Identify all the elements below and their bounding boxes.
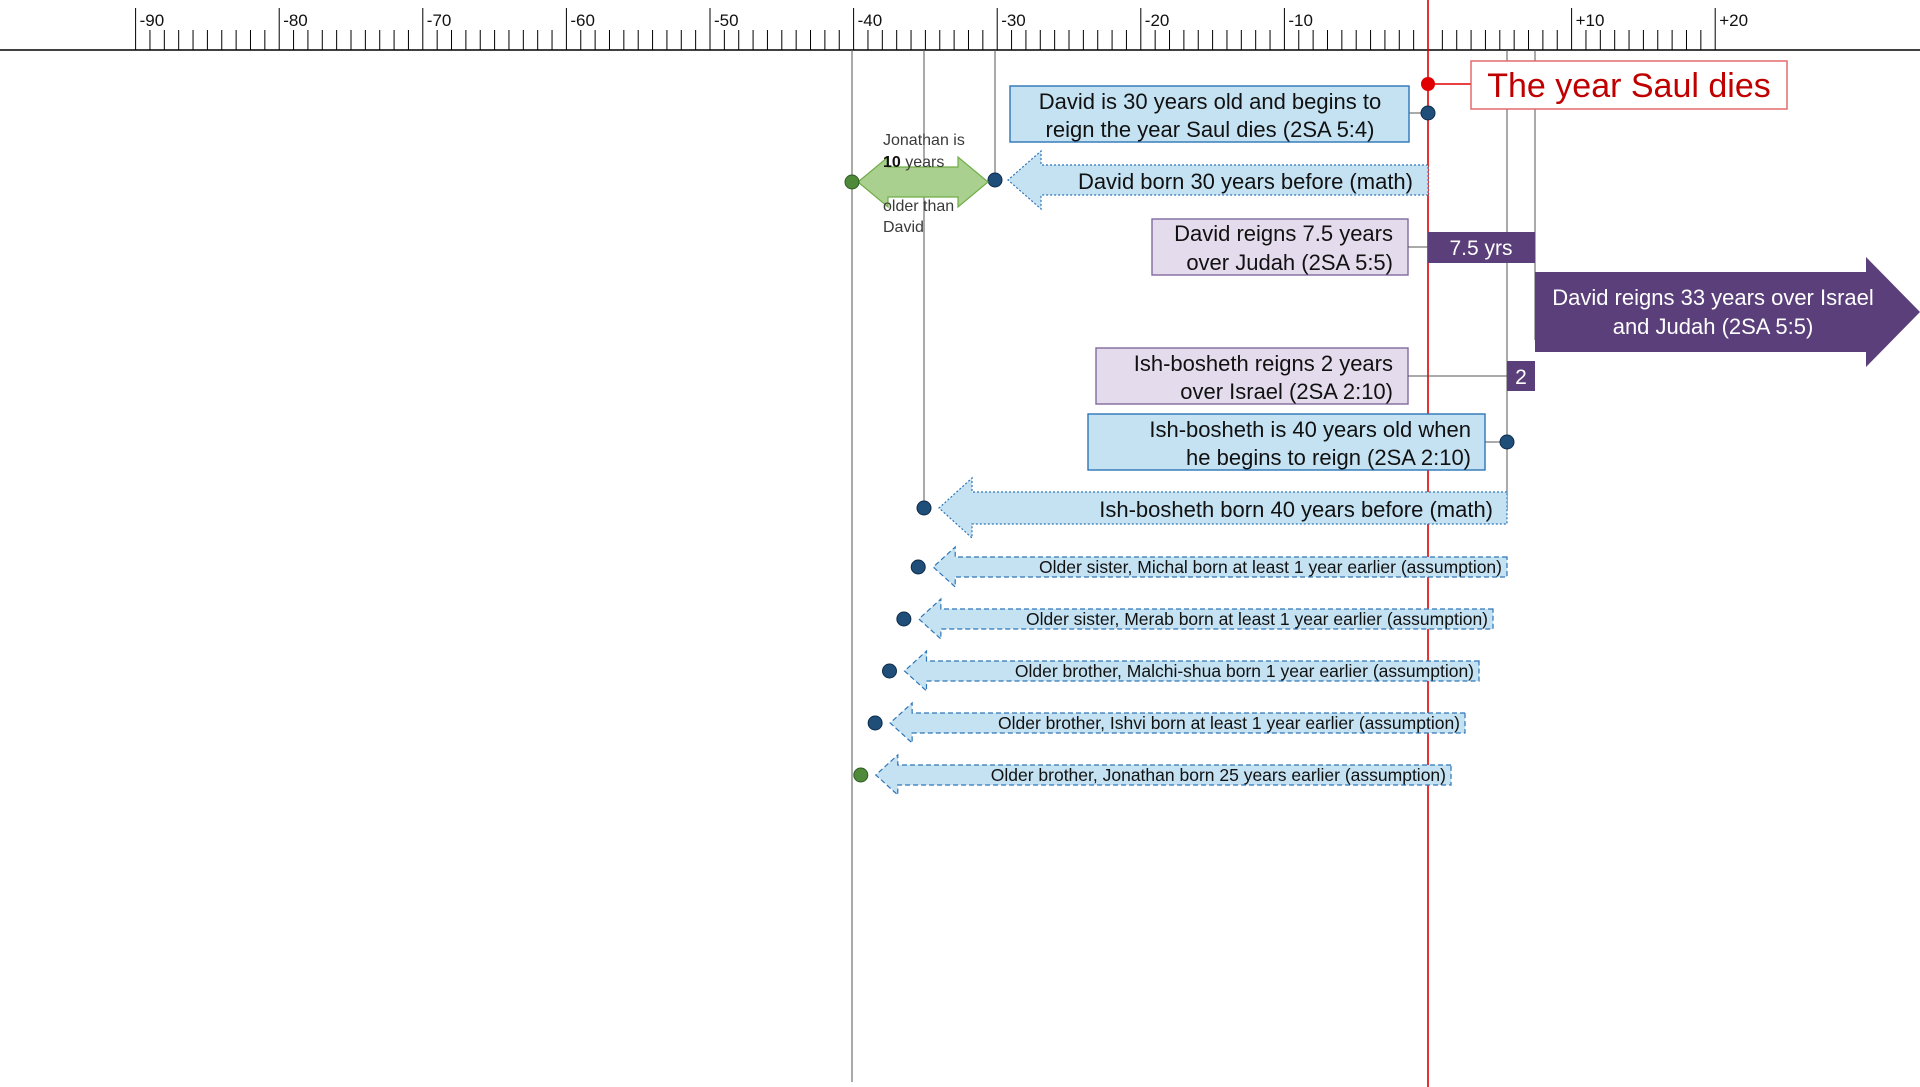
sibling-birth-dot <box>896 611 912 627</box>
timeline-ruler: -90 -80 -70 -60 -50 -40 -30 -20 -10 +10 +20 <box>0 8 1920 51</box>
sibling-arrow-shape <box>932 545 1508 589</box>
david-reign-start-callout: David is 30 years old and begins to reig… <box>1009 85 1436 143</box>
ishbosheth-reign-bar <box>1507 361 1535 391</box>
david-israel-line-2: and Judah (2SA 5:5) <box>1613 314 1814 339</box>
david-reign-start-box <box>1009 85 1410 143</box>
sibling-arrows: Older sister, Michal born at least 1 yea… <box>853 545 1508 797</box>
david-judah-reign: David reigns 7.5 years over Judah (2SA 5… <box>1151 218 1535 276</box>
ruler-ticks <box>135 8 1716 50</box>
david-born-label: David born 30 years before (math) <box>1078 169 1413 194</box>
david-born-arrow-shape <box>1007 149 1429 211</box>
saul-dies-label: The year Saul dies <box>1487 67 1771 105</box>
sibling-birth-dot <box>853 767 869 783</box>
david-judah-bar <box>1428 232 1535 263</box>
ruler-tick-labels: -90 -80 -70 -60 -50 -40 -30 -20 -10 +10 +20 <box>140 11 1748 30</box>
david-reign-start-line-2: reign the year Saul dies (2SA 5:4) <box>1046 117 1375 142</box>
jonathan-gap-years-number: 10 <box>883 154 901 171</box>
david-israel-reign: David reigns 33 years over Israel and Ju… <box>1535 257 1920 367</box>
ishbosheth-age-dot <box>1499 434 1515 450</box>
david-israel-arrow-shape <box>1535 257 1920 367</box>
jonathan-gap-years-unit: years <box>901 154 945 171</box>
sibling-birth-dot <box>910 559 926 575</box>
david-reign-start-dot <box>1420 105 1436 121</box>
david-judah-line-1: David reigns 7.5 years <box>1174 221 1393 246</box>
ishbosheth-born-arrow-shape <box>938 476 1508 540</box>
sibling-arrow-shape <box>917 597 1494 641</box>
ruler-tick-label: -30 <box>1001 11 1026 30</box>
ruler-tick-label: -90 <box>140 11 165 30</box>
saul-dies-dot <box>1421 77 1435 91</box>
ishbosheth-reign-bar-label: 2 <box>1515 366 1527 389</box>
david-reign-start-line-1: David is 30 years old and begins to <box>1039 89 1381 114</box>
ishbosheth-age: Ish-bosheth is 40 years old when he begi… <box>1087 413 1515 471</box>
ruler-tick-label: +10 <box>1576 11 1605 30</box>
jonathan-gap-left-dot <box>844 174 860 190</box>
jonathan-gap-line-1: Jonathan is <box>883 132 965 149</box>
ishbosheth-age-line-2: he begins to reign (2SA 2:10) <box>1186 445 1471 470</box>
ishbosheth-born-arrow: Ish-bosheth born 40 years before (math) <box>916 476 1508 540</box>
ruler-tick-label: -50 <box>714 11 739 30</box>
sibling-label: Older brother, Jonathan born 25 years ea… <box>991 765 1446 785</box>
saul-dies-box <box>1470 60 1788 110</box>
jonathan-gap-line-4: David <box>883 219 924 236</box>
sibling-arrow-shape <box>903 649 1480 693</box>
ishbosheth-born-label: Ish-bosheth born 40 years before (math) <box>1099 497 1493 522</box>
sibling-arrow: Older brother, Jonathan born 25 years ea… <box>853 753 1452 797</box>
sibling-birth-dot <box>882 663 897 679</box>
jonathan-gap-arrow: Jonathan is 10 years older than David <box>844 132 989 236</box>
ruler-tick-label: +20 <box>1719 11 1748 30</box>
sibling-arrow-shape <box>889 701 1466 745</box>
ishbosheth-born-dot <box>916 500 932 516</box>
ruler-tick-label: -60 <box>570 11 595 30</box>
ishbosheth-reign-box <box>1095 347 1409 405</box>
ishbosheth-reign-line-2: over Israel (2SA 2:10) <box>1180 379 1393 404</box>
sibling-birth-dot <box>867 715 883 731</box>
ishbosheth-reign-line-1: Ish-bosheth reigns 2 years <box>1134 351 1393 376</box>
saul-dies-callout: The year Saul dies <box>1421 60 1788 110</box>
sibling-label: Older sister, Merab born at least 1 year… <box>1026 609 1488 629</box>
david-israel-line-1: David reigns 33 years over Israel <box>1552 285 1874 310</box>
david-judah-box <box>1151 218 1409 276</box>
david-judah-bar-label: 7.5 yrs <box>1449 237 1512 260</box>
sibling-arrow-shape <box>874 753 1452 797</box>
sibling-arrow: Older sister, Michal born at least 1 yea… <box>910 545 1508 589</box>
ruler-tick-label: -80 <box>283 11 308 30</box>
ruler-tick-label: -10 <box>1288 11 1313 30</box>
ishbosheth-age-line-1: Ish-bosheth is 40 years old when <box>1149 417 1471 442</box>
sibling-label: Older brother, Ishvi born at least 1 yea… <box>998 713 1460 733</box>
jonathan-gap-line-3: older than <box>883 198 954 215</box>
jonathan-gap-arrow-shape <box>857 155 989 209</box>
sibling-label: Older brother, Malchi-shua born 1 year e… <box>1015 661 1474 681</box>
sibling-arrow: Older brother, Ishvi born at least 1 yea… <box>867 701 1466 745</box>
sibling-arrow: Older brother, Malchi-shua born 1 year e… <box>882 649 1480 693</box>
david-judah-line-2: over Judah (2SA 5:5) <box>1186 250 1393 275</box>
ruler-tick-label: -70 <box>427 11 452 30</box>
ishbosheth-age-box <box>1087 413 1486 471</box>
jonathan-gap-line-2: 10 years <box>883 154 944 171</box>
david-born-dot <box>987 172 1003 188</box>
david-born-arrow: David born 30 years before (math) <box>987 149 1429 211</box>
sibling-arrow: Older sister, Merab born at least 1 year… <box>896 597 1494 641</box>
ishbosheth-reign: Ish-bosheth reigns 2 years over Israel (… <box>1095 347 1535 405</box>
sibling-label: Older sister, Michal born at least 1 yea… <box>1039 557 1502 577</box>
ruler-tick-label: -20 <box>1145 11 1170 30</box>
ruler-tick-label: -40 <box>858 11 883 30</box>
